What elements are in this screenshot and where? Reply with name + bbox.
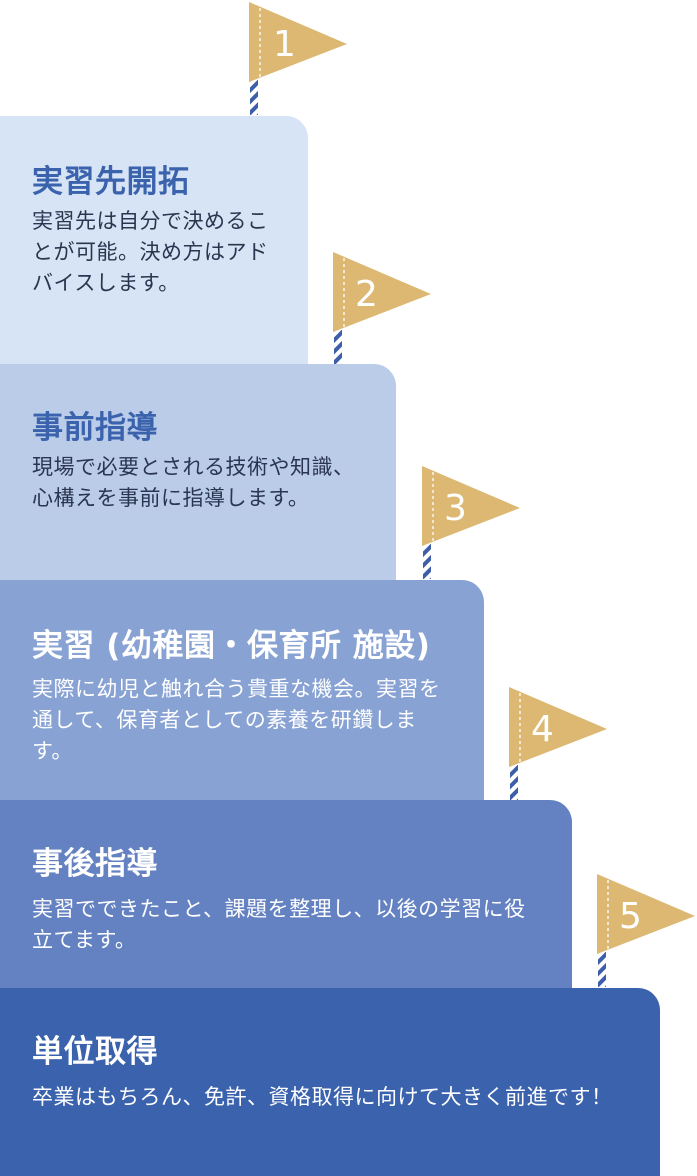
- flag-icon: [422, 466, 520, 579]
- step-title: 単位取得: [32, 1034, 158, 1070]
- flag-number: 1: [273, 24, 296, 65]
- flag-number: 4: [531, 709, 554, 750]
- flag-icon: [509, 687, 607, 800]
- flag-number: 2: [355, 274, 378, 315]
- step-description: 卒業はもちろん、免許、資格取得に向けて大きく前進です！: [32, 1085, 613, 1109]
- flag-icon: [249, 2, 347, 115]
- step-description: 現場で必要とされる技術や知識、心構えを事前に指導します。: [32, 455, 355, 510]
- step-5-block: 単位取得 卒業はもちろん、免許、資格取得に向けて大きく前進です！: [0, 988, 660, 1176]
- flag-step-1: 1: [247, 0, 347, 115]
- step-description: 実習でできたこと、課題を整理し、以後の学習に役立てます。: [32, 897, 526, 952]
- step-2-block: 事前指導 現場で必要とされる技術や知識、心構えを事前に指導します。: [0, 364, 396, 594]
- step-title: 事後指導: [32, 846, 158, 882]
- step-title: 実習 (幼稚園・保育所 施設): [32, 628, 431, 664]
- step-title: 実習先開拓: [32, 164, 190, 200]
- flag-icon: [333, 252, 431, 365]
- flag-step-5: 5: [595, 872, 695, 987]
- step-4-block: 事後指導 実習でできたこと、課題を整理し、以後の学習に役立てます。: [0, 800, 572, 1000]
- step-description: 実習先は自分で決めることが可能。決め方はアドバイスします。: [32, 209, 269, 295]
- step-description: 実際に幼児と触れ合う貴重な機会。実習を通して、保育者としての素養を研鑽します。: [32, 677, 441, 763]
- flag-number: 5: [619, 896, 642, 937]
- flag-icon: [597, 874, 695, 987]
- flag-number: 3: [444, 488, 467, 529]
- flag-step-3: 3: [420, 464, 520, 579]
- step-title: 事前指導: [32, 410, 158, 446]
- flag-step-4: 4: [507, 685, 607, 800]
- step-3-block: 実習 (幼稚園・保育所 施設) 実際に幼児と触れ合う貴重な機会。実習を通して、保…: [0, 580, 484, 810]
- flag-step-2: 2: [331, 250, 431, 365]
- step-1-block: 実習先開拓 実習先は自分で決めることが可能。決め方はアドバイスします。: [0, 116, 308, 376]
